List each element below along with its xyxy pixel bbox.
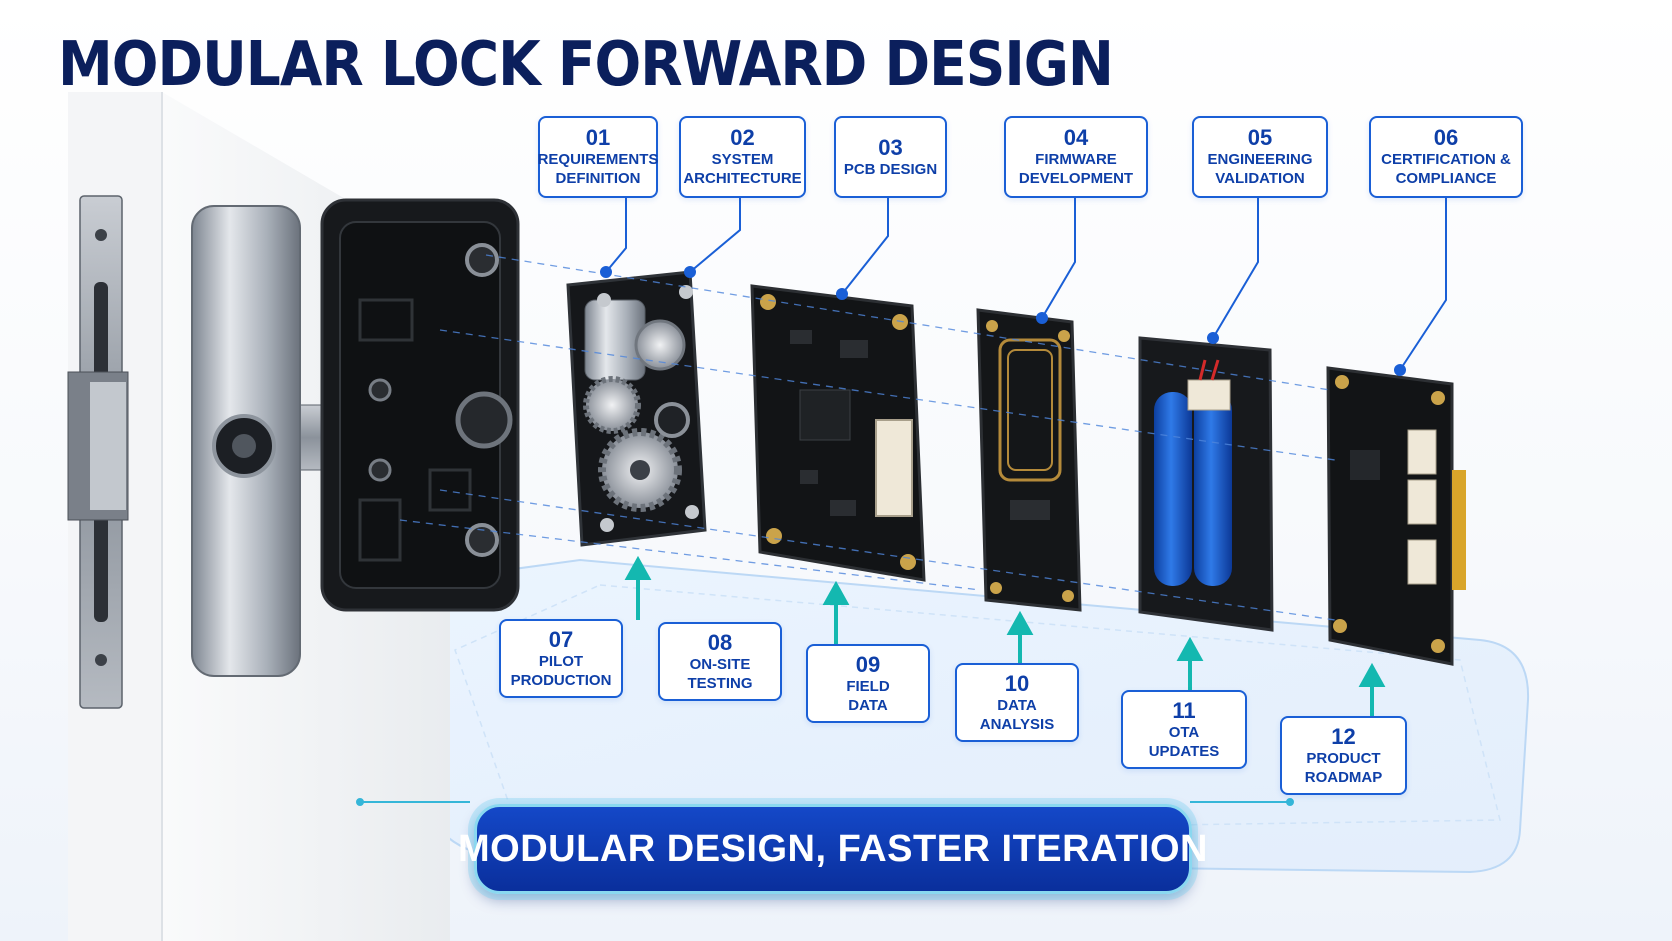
step-12-box: 12 PRODUCT ROADMAP <box>1280 716 1407 795</box>
step-02-box: 02 SYSTEM ARCHITECTURE <box>679 116 806 198</box>
step-number: 07 <box>548 626 574 652</box>
step-label: ENGINEERING VALIDATION <box>1207 151 1313 187</box>
step-label: PILOT PRODUCTION <box>510 652 612 689</box>
step-01-box: 01 REQUIREMENTS DEFINITION <box>538 116 658 198</box>
step-number: 09 <box>855 651 881 677</box>
tagline-text: MODULAR DESIGN, FASTER ITERATION <box>458 827 1208 870</box>
step-number: 12 <box>1331 723 1356 749</box>
step-number: 10 <box>1004 670 1030 696</box>
step-11-box: 11 OTA UPDATES <box>1121 690 1247 769</box>
step-label: PRODUCT ROADMAP <box>1304 749 1383 786</box>
step-03-box: 03 PCB DESIGN <box>834 116 947 198</box>
step-number: 08 <box>707 629 733 655</box>
step-number: 01 <box>585 125 611 150</box>
tagline-banner: MODULAR DESIGN, FASTER ITERATION <box>458 804 1207 894</box>
step-number: 11 <box>1172 697 1196 723</box>
step-label: OTA UPDATES <box>1148 723 1220 760</box>
step-07-box: 07 PILOT PRODUCTION <box>499 619 623 698</box>
step-label: REQUIREMENTS DEFINITION <box>537 151 659 187</box>
step-label: PCB DESIGN <box>843 160 938 178</box>
step-09-box: 09 FIELD DATA <box>806 644 930 723</box>
step-label: CERTIFICATION & COMPLIANCE <box>1381 151 1511 187</box>
step-number: 02 <box>730 125 755 150</box>
step-number: 03 <box>878 134 903 160</box>
step-04-box: 04 FIRMWARE DEVELOPMENT <box>1004 116 1148 198</box>
step-label: FIRMWARE DEVELOPMENT <box>1018 151 1134 187</box>
step-05-box: 05 ENGINEERING VALIDATION <box>1192 116 1328 198</box>
step-number: 04 <box>1063 125 1089 150</box>
step-label: ON-SITE TESTING <box>687 655 753 692</box>
step-label: SYSTEM ARCHITECTURE <box>683 151 802 187</box>
step-label: FIELD DATA <box>846 677 890 714</box>
step-08-box: 08 ON-SITE TESTING <box>658 622 782 701</box>
step-number: 05 <box>1247 125 1273 150</box>
step-label: DATA ANALYSIS <box>979 696 1055 733</box>
page-title: MODULAR LOCK FORWARD DESIGN <box>58 28 1114 100</box>
step-number: 06 <box>1433 125 1459 150</box>
step-10-box: 10 DATA ANALYSIS <box>955 663 1079 742</box>
step-06-box: 06 CERTIFICATION & COMPLIANCE <box>1369 116 1523 198</box>
